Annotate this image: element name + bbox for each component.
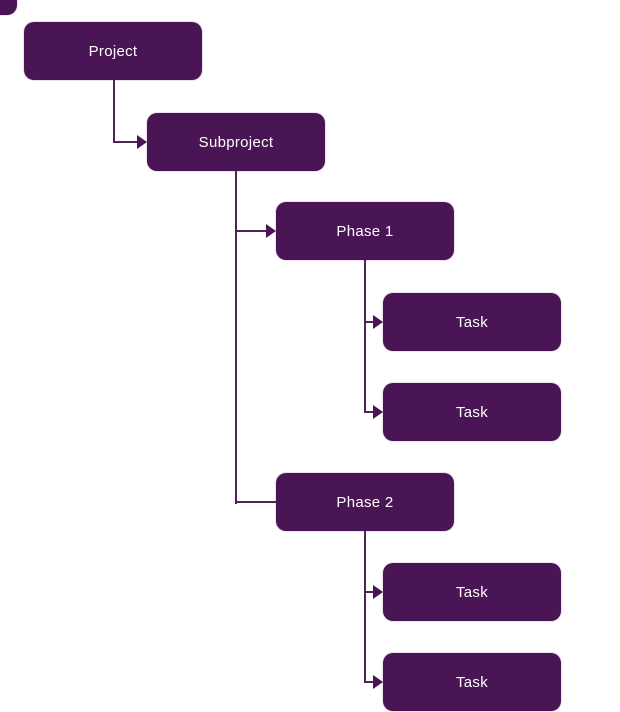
connector-phase-1-task-1-hline [364,321,374,323]
node-task-4: Task [383,653,561,711]
node-phase-2: Phase 2 [276,473,454,531]
connector-phase-2-trunk-vline [364,531,366,683]
connector-project-subproject-vline [113,80,115,143]
connector-phase-1-trunk-vline [364,260,366,413]
arrowhead-task-3-icon [373,585,383,599]
node-task-3-label: Task [455,583,489,601]
connector-subproject-phase-1-hline [235,230,266,232]
node-phase-1-label: Phase 1 [336,222,394,240]
connector-project-subproject-hline [113,141,138,143]
node-phase-2-label: Phase 2 [336,493,394,511]
node-task-3: Task [383,563,561,621]
node-task-4-label: Task [455,673,489,691]
node-task-1-label: Task [455,313,489,331]
connector-phase-2-task-3-hline [364,591,374,593]
connector-phase-1-task-2-hline [364,411,374,413]
connector-phase-2-task-4-hline [364,681,374,683]
arrowhead-phase-1-icon [266,224,276,238]
node-subproject-label: Subproject [198,133,274,151]
node-phase-1: Phase 1 [276,202,454,260]
arrowhead-subproject-icon [137,135,147,149]
node-project: Project [24,22,202,80]
clipped-node-fragment [0,0,17,15]
arrowhead-task-1-icon [373,315,383,329]
arrowhead-task-4-icon [373,675,383,689]
node-task-2: Task [383,383,561,441]
node-subproject: Subproject [147,113,325,171]
node-task-2-label: Task [455,403,489,421]
connector-subproject-trunk-vline [235,171,237,504]
node-task-1: Task [383,293,561,351]
node-project-label: Project [88,42,138,60]
connector-subproject-phase-2-hline [235,501,276,503]
arrowhead-task-2-icon [373,405,383,419]
